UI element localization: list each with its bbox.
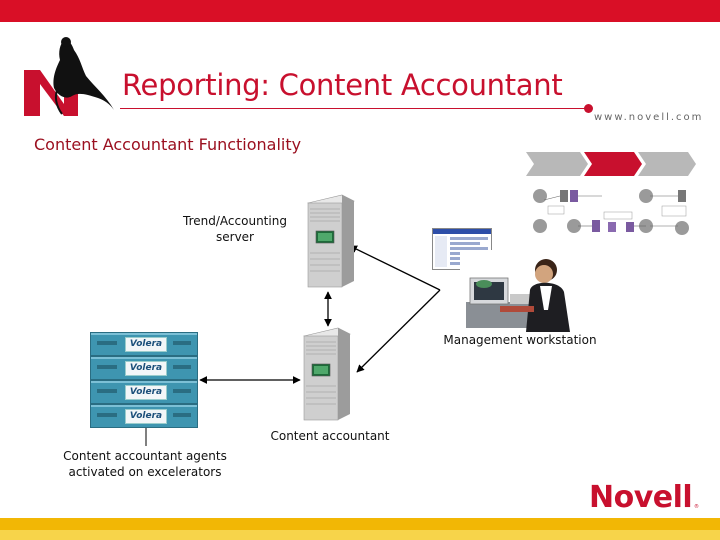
accelerator-unit: Volera <box>90 332 198 356</box>
website-url: www.novell.com <box>594 112 704 123</box>
server-to-workstation-line <box>349 245 441 291</box>
volera-badge: Volera <box>125 337 167 352</box>
workstation-to-accountant-line <box>356 289 441 373</box>
content-accountant-server-icon <box>303 327 351 421</box>
accelerator-stack: Volera Volera Volera Volera <box>90 332 200 428</box>
divider-dot <box>584 104 593 113</box>
volera-badge: Volera <box>125 361 167 376</box>
novell-wordmark: Novell <box>589 480 693 515</box>
bottom-banner <box>0 518 720 530</box>
agents-label: Content accountant agents activated on e… <box>63 449 227 479</box>
accelerator-unit: Volera <box>90 380 198 404</box>
management-workstation-photo <box>460 250 578 332</box>
trend-server-label: Trend/Accounting server <box>183 214 287 244</box>
accelerator-unit: Volera <box>90 356 198 380</box>
section-subtitle: Content Accountant Functionality <box>34 135 302 154</box>
title-divider <box>120 108 590 109</box>
accelerator-unit: Volera <box>90 404 198 428</box>
content-accountant-label: Content accountant <box>270 429 390 443</box>
volera-badge: Volera <box>125 385 167 400</box>
trademark-symbol: ® <box>694 504 699 510</box>
bottom-banner-stripe <box>0 530 720 540</box>
workstation-label: Management workstation <box>443 333 597 347</box>
page-title: Reporting: Content Accountant <box>122 68 563 102</box>
architecture-diagram-thumbnail <box>526 152 696 235</box>
top-banner <box>0 0 720 22</box>
trend-server-icon <box>307 194 355 288</box>
volera-badge: Volera <box>125 409 167 424</box>
novell-n-logo <box>24 37 114 116</box>
